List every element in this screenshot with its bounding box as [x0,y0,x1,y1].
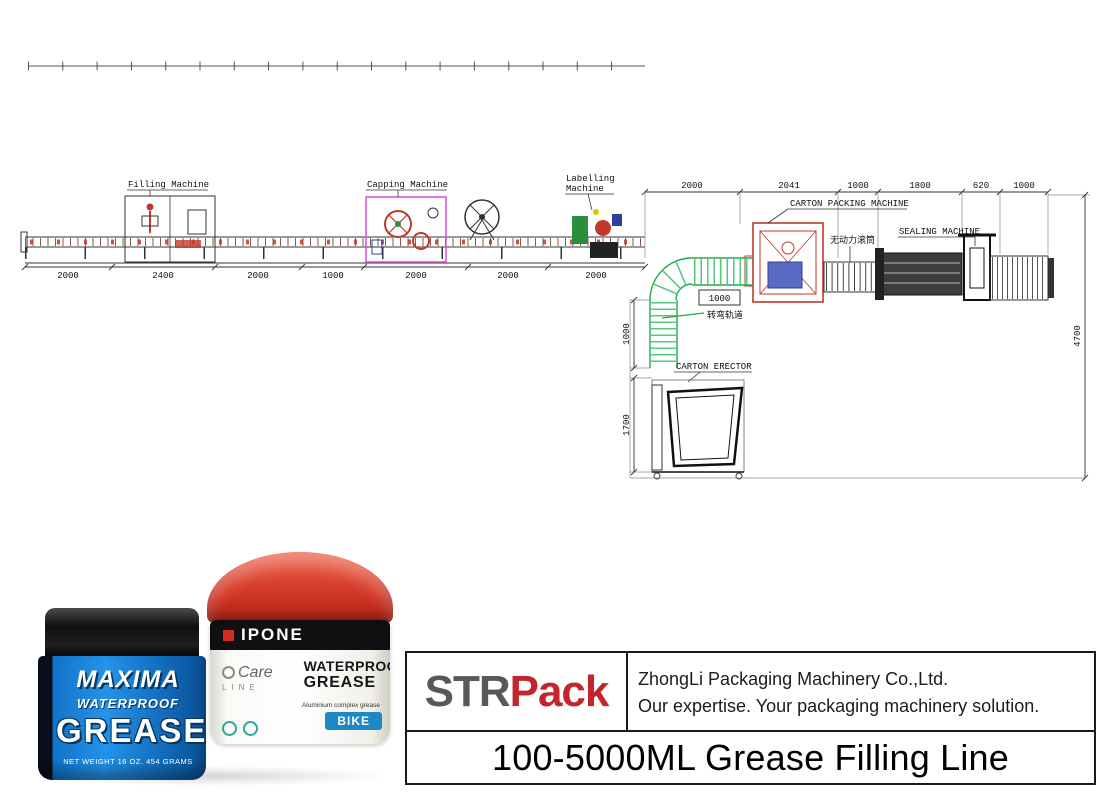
care-line-logo: Care LINE [222,664,273,692]
dimension-label: 2041 [778,181,800,191]
main-conveyor [20,231,645,264]
roller-conveyor: 无动力滚筒 [823,234,881,293]
jar-lid [45,608,199,660]
jar-body: IPONE WATERPROOF GREASE Care LINE Alumin… [210,620,390,744]
dimension-label: 2000 [681,181,703,191]
dimension-chain-bottom: 2000 2400 2000 1000 2000 2000 2000 [21,263,649,281]
jar-brand: MAXIMA [76,666,180,693]
dimension-label: 2000 [585,271,607,281]
vertical-dimensions-left: 1000 1700 [622,296,652,476]
machine-label-labelling-2: Machine [566,184,604,194]
dimension-label: 2000 [247,271,269,281]
dimension-label: 1000 [322,271,344,281]
dimension-label: 2000 [57,271,79,281]
page-title: 100-5000ML Grease Filling Line [492,736,1009,778]
dimension-label: 1000 [1013,181,1035,191]
carton-packing-machine: CARTON PACKING MACHINE [744,199,909,303]
dimension-label: 620 [973,181,989,191]
dimension-label: 2000 [405,271,427,281]
dim-green-horizontal: 1000 [709,294,731,304]
machine-label-carton-erector: CARTON ERECTOR [676,362,752,372]
machine-label-sealing: SEALING MACHINE [899,227,980,237]
machine-label-labelling-1: Labelling [566,174,615,184]
brand-band: IPONE [210,620,390,650]
company-text: ZhongLi Packaging Machinery Co.,Ltd. Our… [628,653,1094,730]
capping-machine: Capping Machine [365,180,448,263]
brand-logo-icon [223,629,234,641]
jar-body: MAXIMA WATERPROOF GREASE NET WEIGHT 16 O… [38,656,206,780]
machine-label-filling: Filling Machine [128,180,209,190]
output-roller-conveyor [989,255,1054,301]
badge-icon [222,721,237,736]
dim-erector: 1700 [622,414,632,436]
jar-subtitle: Aluminium complex grease [301,702,380,709]
certification-badges [222,721,258,736]
jar-cap [207,552,393,624]
logo-str: STR [424,666,511,716]
jar-waterproof: WATERPROOF [76,696,180,711]
bike-badge: BIKE [325,712,382,730]
dim-total-height: 4700 [1073,325,1083,347]
jar-product-name: WATERPROOF GREASE [303,658,390,692]
jar-weight: NET WEIGHT 16 OZ. 454 GRAMS [63,757,193,766]
dimension-label: 1800 [909,181,931,191]
jar-grease: GREASE [56,712,208,749]
dimension-label: 2400 [152,271,174,281]
carton-erector: CARTON ERECTOR [651,362,752,480]
filling-machine: Filling Machine [124,180,216,263]
dimension-label: 1000 [847,181,869,191]
machine-label-carton-packing: CARTON PACKING MACHINE [790,199,909,209]
care-ring-icon [222,666,235,679]
product-jar-ipone: IPONE WATERPROOF GREASE Care LINE Alumin… [205,552,395,748]
product-jar-maxima: MAXIMA WATERPROOF GREASE NET WEIGHT 16 O… [38,608,206,780]
machine-label-capping: Capping Machine [367,180,448,190]
dimension-label: 2000 [497,271,519,281]
labelling-machine: Labelling Machine [565,174,622,258]
production-line-diagram: 2000 2400 2000 1000 2000 2000 2000 Filli… [20,61,1090,482]
company-name: ZhongLi Packaging Machinery Co.,Ltd. [638,669,949,689]
label-roller-conveyor: 无动力滚筒 [830,234,875,246]
reel-turret [464,199,500,241]
company-tagline: Our expertise. Your packaging machinery … [638,696,1040,716]
frame-and-total-dimension: 4700 [629,191,1090,482]
badge-icon [243,721,258,736]
curve-conveyor: 1000 转弯轨道 [649,257,753,368]
sealing-machine: SEALING MACHINE [875,227,980,300]
logo-pack: Pack [509,666,610,716]
dim-green-vertical: 1000 [622,323,632,345]
label-turning-track: 转弯轨道 [707,309,743,321]
dimension-chain-top: 2000 2041 1000 1800 620 1000 [641,181,1052,258]
jar-brand: IPONE [241,625,304,644]
